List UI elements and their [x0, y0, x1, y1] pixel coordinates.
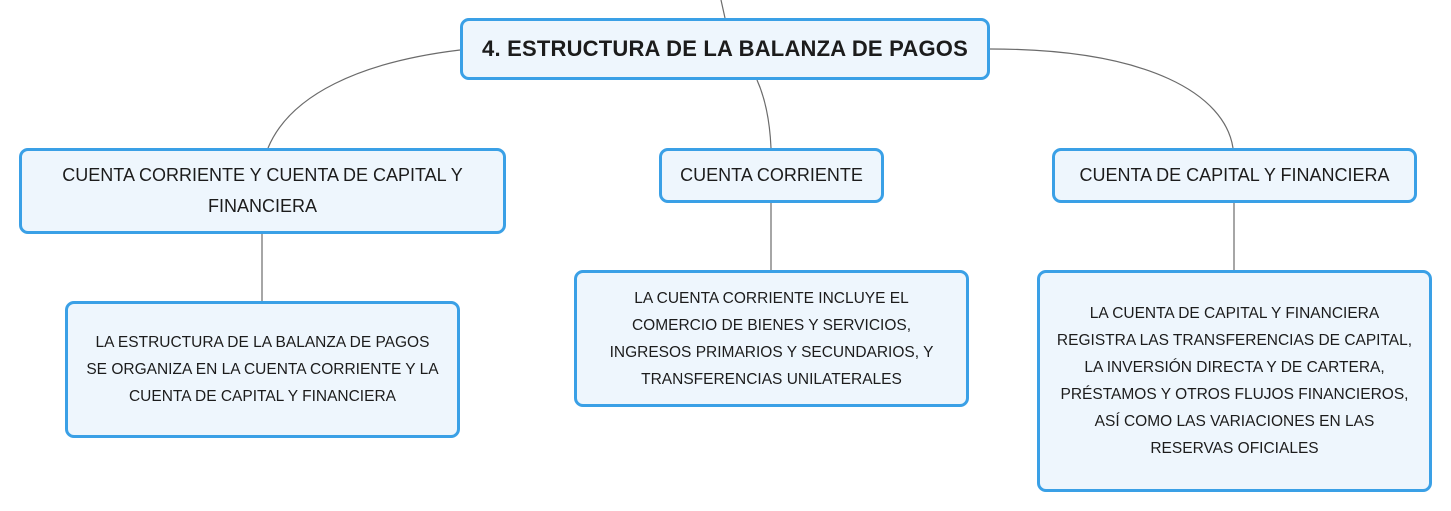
branch-node-cuenta-corriente[interactable]: CUENTA CORRIENTE [659, 148, 884, 203]
incoming-connector [720, 0, 726, 19]
detail-node-text: LA CUENTA DE CAPITAL Y FINANCIERA REGIST… [1056, 305, 1413, 457]
root-topic-label: 4. ESTRUCTURA DE LA BALANZA DE PAGOS [482, 36, 968, 61]
connector-root-to-branch-left [267, 49, 461, 149]
connector-root-to-branch-center [756, 79, 772, 149]
branch-node-cuenta-corriente-y-capital[interactable]: CUENTA CORRIENTE Y CUENTA DE CAPITAL Y F… [19, 148, 506, 234]
detail-node-text: LA ESTRUCTURA DE LA BALANZA DE PAGOS SE … [86, 334, 439, 405]
detail-node-estructura[interactable]: LA ESTRUCTURA DE LA BALANZA DE PAGOS SE … [65, 301, 460, 438]
root-topic[interactable]: 4. ESTRUCTURA DE LA BALANZA DE PAGOS [460, 18, 990, 80]
branch-node-label: CUENTA DE CAPITAL Y FINANCIERA [1079, 165, 1390, 185]
detail-node-cuenta-corriente[interactable]: LA CUENTA CORRIENTE INCLUYE EL COMERCIO … [574, 270, 969, 407]
branch-node-label: CUENTA CORRIENTE Y CUENTA DE CAPITAL Y F… [62, 165, 463, 216]
detail-node-text: LA CUENTA CORRIENTE INCLUYE EL COMERCIO … [609, 289, 934, 388]
branch-node-label: CUENTA CORRIENTE [680, 165, 863, 185]
detail-node-cuenta-capital-financiera[interactable]: LA CUENTA DE CAPITAL Y FINANCIERA REGIST… [1037, 270, 1432, 492]
connector-root-to-branch-right [989, 48, 1234, 149]
branch-node-cuenta-capital-financiera[interactable]: CUENTA DE CAPITAL Y FINANCIERA [1052, 148, 1417, 203]
